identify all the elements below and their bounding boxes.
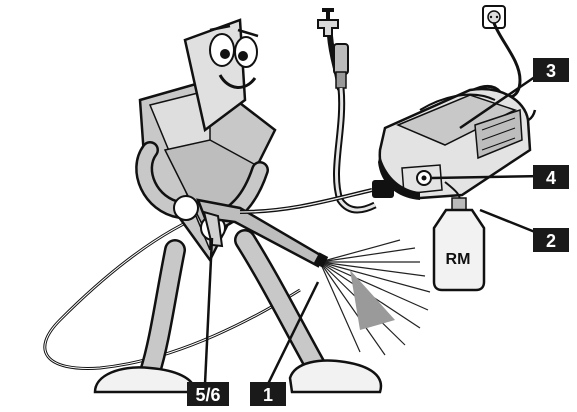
water-tap-icon <box>318 8 338 36</box>
callout-5-6: 5/6 <box>187 382 229 406</box>
left-shoe <box>95 367 195 392</box>
callout-3: 3 <box>533 58 569 82</box>
bottle-label: RM <box>446 251 471 268</box>
svg-text:4: 4 <box>546 168 556 188</box>
callout-2: 2 <box>533 228 569 252</box>
svg-text:3: 3 <box>546 61 556 81</box>
left-glove <box>174 196 198 220</box>
garden-hose <box>330 36 375 210</box>
callout-4: 4 <box>533 165 569 189</box>
power-cable <box>462 23 520 98</box>
right-shoe <box>290 361 381 392</box>
svg-text:5/6: 5/6 <box>195 385 220 405</box>
svg-text:2: 2 <box>546 231 556 251</box>
callout-1: 1 <box>250 382 286 406</box>
water-spray <box>320 240 430 355</box>
svg-text:1: 1 <box>263 385 273 405</box>
detergent-bottle: RM <box>434 198 484 290</box>
pressure-washer-unit <box>372 89 530 200</box>
